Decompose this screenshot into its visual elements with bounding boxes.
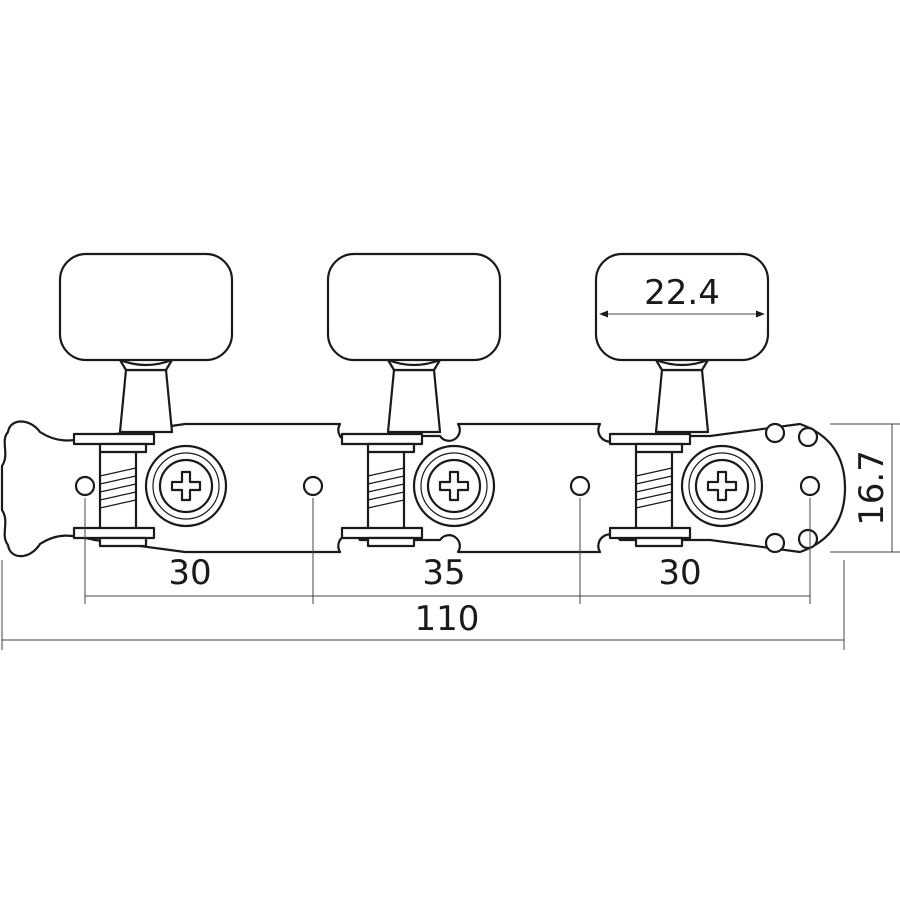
notch-top-left — [764, 422, 786, 444]
plate-height-label: 16.7 — [852, 450, 892, 526]
notch-bottom-right — [797, 528, 819, 550]
mounting-hole-3 — [569, 475, 591, 497]
notch-top-right — [797, 426, 819, 448]
overall-length-label: 110 — [415, 599, 480, 639]
button-width-label: 22.4 — [644, 273, 720, 313]
mounting-hole-1 — [74, 475, 96, 497]
notch-bottom-left — [764, 532, 786, 554]
mounting-hole-2 — [302, 475, 324, 497]
spacing-left-label: 30 — [168, 553, 211, 593]
spacing-middle-label: 35 — [422, 553, 465, 593]
mounting-hole-4 — [799, 475, 821, 497]
spacing-right-label: 30 — [658, 553, 701, 593]
